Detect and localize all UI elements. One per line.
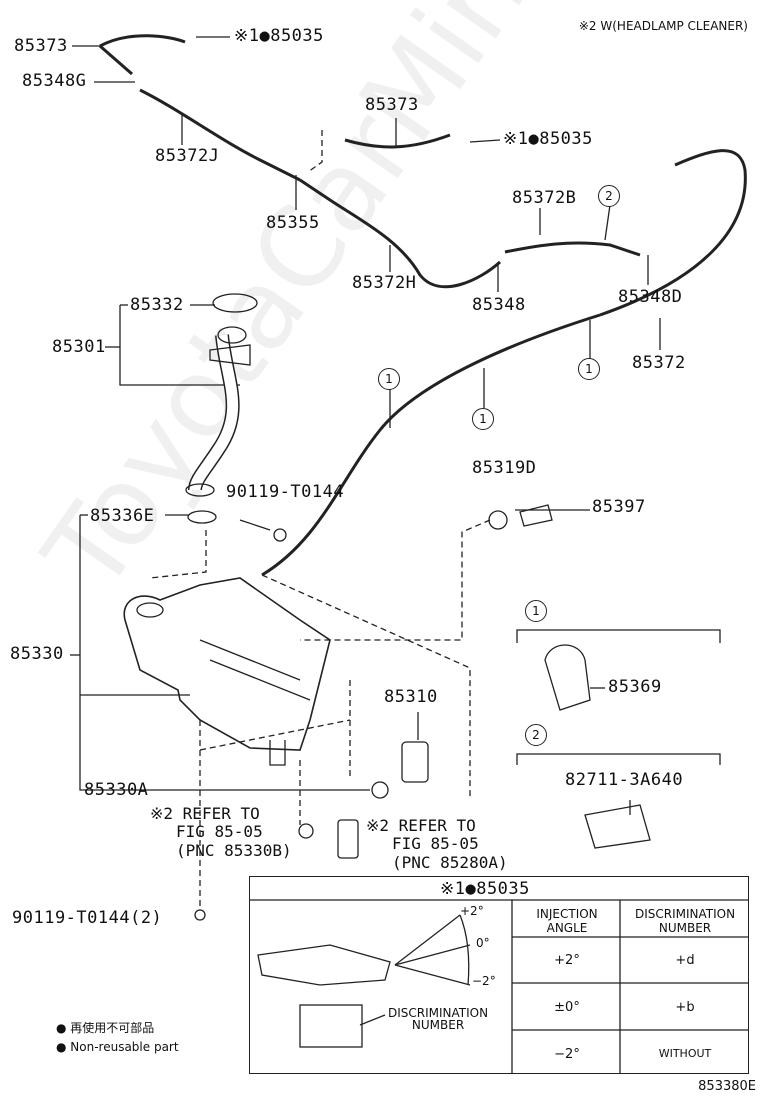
row1-angle: +2° bbox=[554, 953, 580, 968]
label-90119-t0144[interactable]: 90119-T0144 bbox=[226, 482, 345, 502]
refer-line-3: (PNC 85280A) bbox=[392, 852, 508, 872]
col-angle-line-2: ANGLE bbox=[546, 921, 588, 935]
refer-line-2: FIG 85-05 bbox=[392, 834, 479, 854]
label-90119-t0144-2[interactable]: 90119-T0144(2) bbox=[12, 908, 163, 928]
label-85035-mid[interactable]: ※1●85035 bbox=[503, 129, 593, 149]
label-85301[interactable]: 85301 bbox=[52, 337, 106, 357]
row2-angle: ±0° bbox=[554, 1000, 580, 1015]
label-85372[interactable]: 85372 bbox=[632, 353, 686, 373]
callout-1-b: 1 bbox=[472, 408, 494, 430]
angle-mark-0: 0° bbox=[476, 936, 490, 950]
label-85373-top[interactable]: 85373 bbox=[14, 36, 68, 56]
label-85397[interactable]: 85397 bbox=[592, 497, 646, 517]
label-85332[interactable]: 85332 bbox=[130, 295, 184, 315]
callout-1-a: 1 bbox=[378, 368, 400, 390]
refer-line-2: FIG 85-05 bbox=[176, 822, 263, 842]
label-85330[interactable]: 85330 bbox=[10, 644, 64, 664]
disc-label-line-2: NUMBER bbox=[411, 1018, 465, 1032]
angle-mark-minus2: −2° bbox=[472, 974, 496, 988]
label-85355[interactable]: 85355 bbox=[266, 213, 320, 233]
refer-line-3: (PNC 85330B) bbox=[176, 840, 292, 860]
row3-angle: −2° bbox=[554, 1047, 580, 1062]
callout-1-c: 1 bbox=[578, 358, 600, 380]
label-85372j[interactable]: 85372J bbox=[155, 146, 220, 166]
col-disc-line-2: NUMBER bbox=[658, 921, 712, 935]
row1-number: +d bbox=[675, 953, 695, 968]
refer-note-85330b[interactable]: ※2 REFER TO FIG 85-05 (PNC 85330B) bbox=[150, 804, 292, 860]
label-82711-3a640[interactable]: 82711-3A640 bbox=[565, 770, 684, 790]
table-title: ※1●85035 bbox=[440, 879, 530, 899]
label-85348[interactable]: 85348 bbox=[472, 295, 526, 315]
label-85310[interactable]: 85310 bbox=[384, 687, 438, 707]
label-85348g[interactable]: 85348G bbox=[22, 71, 87, 91]
angle-mark-plus2: +2° bbox=[460, 904, 484, 918]
row3-number: WITHOUT bbox=[658, 1047, 712, 1060]
refer-note-85280a[interactable]: ※2 REFER TO FIG 85-05 (PNC 85280A) bbox=[366, 816, 508, 872]
label-85035-top[interactable]: ※1●85035 bbox=[234, 26, 324, 46]
header-note: ※2 W(HEADLAMP CLEANER) bbox=[578, 19, 748, 33]
label-85372b[interactable]: 85372B bbox=[512, 188, 577, 208]
refer-line-1: ※2 REFER TO bbox=[150, 804, 260, 823]
label-85330a[interactable]: 85330A bbox=[84, 780, 149, 800]
label-85373-mid[interactable]: 85373 bbox=[365, 95, 419, 115]
legend-line-jp: ● 再使用不可部品 bbox=[56, 1021, 155, 1035]
legend-line-en: ● Non-reusable part bbox=[56, 1040, 179, 1054]
callout-2-detail: 2 bbox=[525, 724, 547, 746]
label-85319d[interactable]: 85319D bbox=[472, 458, 537, 478]
figure-id: 853380E bbox=[698, 1079, 756, 1094]
col-disc-line-1: DISCRIMINATION bbox=[634, 907, 736, 921]
nozzle-angle-table: ※1●85035 INJECTION ANGLE DISCRIMINATION … bbox=[249, 876, 749, 1074]
callout-2-hose: 2 bbox=[598, 185, 620, 207]
disc-label-line-1: DISCRIMINATION bbox=[388, 1006, 489, 1020]
refer-line-1: ※2 REFER TO bbox=[366, 816, 476, 835]
label-85372h[interactable]: 85372H bbox=[352, 273, 417, 293]
label-85336e[interactable]: 85336E bbox=[90, 506, 155, 526]
row2-number: +b bbox=[675, 1000, 695, 1015]
label-85369[interactable]: 85369 bbox=[608, 677, 662, 697]
label-85348d[interactable]: 85348D bbox=[618, 287, 683, 307]
discrimination-label: DISCRIMINATION NUMBER bbox=[388, 1007, 488, 1031]
col-injection-angle: INJECTION ANGLE bbox=[513, 907, 621, 935]
col-discrimination-number: DISCRIMINATION NUMBER bbox=[621, 907, 749, 935]
col-angle-line-1: INJECTION bbox=[536, 907, 598, 921]
callout-1-detail: 1 bbox=[525, 600, 547, 622]
